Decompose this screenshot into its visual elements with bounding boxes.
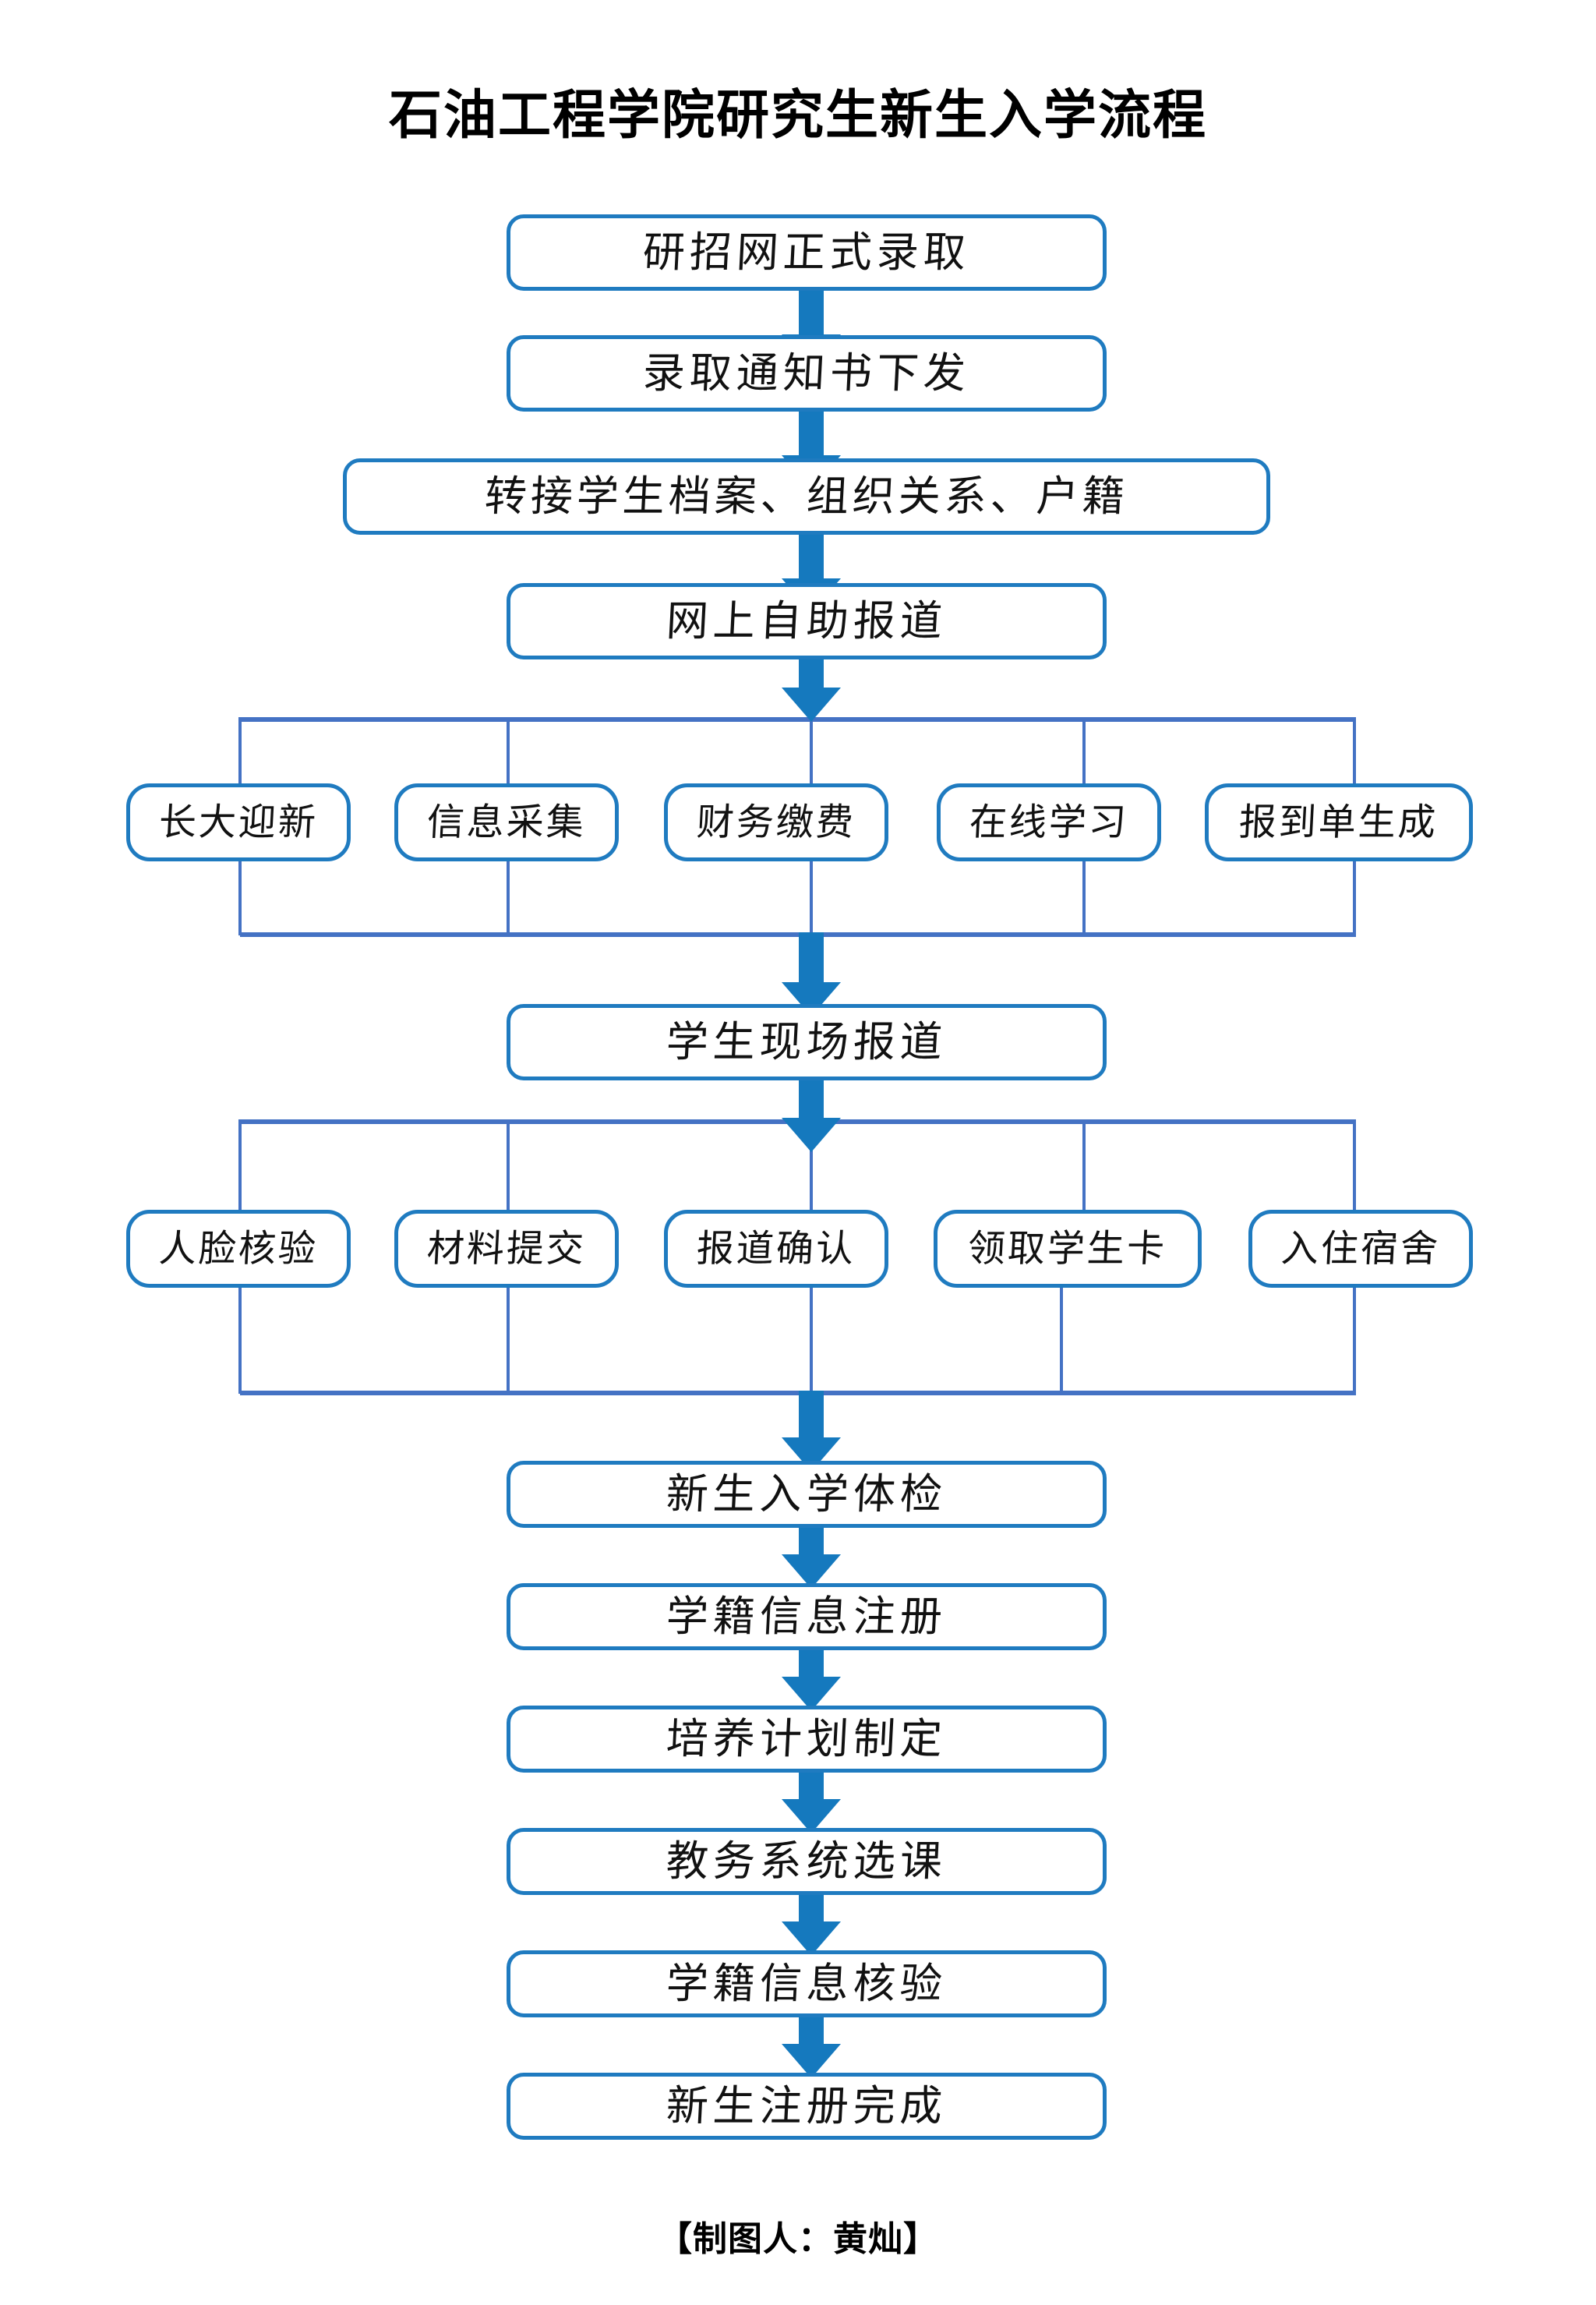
- fanin-riser-2-4: [1060, 1285, 1063, 1394]
- node-label: 入住宿舍: [1280, 1227, 1442, 1271]
- node-label: 学生现场报道: [665, 1017, 948, 1066]
- fanout-drop-2-1: [238, 1119, 242, 1211]
- fanout-drop-1-1: [238, 717, 242, 791]
- fanin-riser-2-1: [238, 1285, 242, 1394]
- node-label: 培养计划制定: [665, 1714, 948, 1763]
- node-label: 材料提交: [425, 1227, 588, 1271]
- arrow-down-icon: [782, 1391, 841, 1472]
- node-label: 领取学生卡: [967, 1227, 1168, 1271]
- flow-node-peiyang-jihua-zhiding[interactable]: 培养计划制定: [507, 1706, 1107, 1773]
- arrow-down-icon: [782, 1895, 841, 1956]
- fanin-bus-bottom-1: [240, 932, 1356, 937]
- node-label: 新生注册完成: [665, 2081, 948, 2130]
- arrow-down-icon: [782, 2017, 841, 2078]
- fanin-riser-2-5: [1353, 1285, 1356, 1394]
- flow-node-ruzhu-sushe[interactable]: 入住宿舍: [1248, 1210, 1473, 1288]
- fanout-drop-1-5: [1353, 717, 1356, 791]
- flow-node-caiwu-jiaofei[interactable]: 财务缴费: [664, 783, 888, 861]
- fanin-riser-1-5: [1353, 857, 1356, 935]
- node-label: 网上自助报道: [665, 596, 948, 645]
- flow-node-renlian-heyan[interactable]: 人脸核验: [126, 1210, 351, 1288]
- node-label: 教务系统选课: [665, 1837, 948, 1886]
- flow-node-xueji-xinxi-heyan[interactable]: 学籍信息核验: [507, 1950, 1107, 2017]
- flow-node-jiaowu-xitong-xuanke[interactable]: 教务系统选课: [507, 1828, 1107, 1895]
- node-label: 信息采集: [425, 801, 588, 844]
- node-label: 人脸核验: [157, 1227, 320, 1271]
- node-label: 转接学生档案、组织关系、户籍: [483, 472, 1130, 521]
- flow-node-luqu-tongzhishu[interactable]: 录取通知书下发: [507, 335, 1107, 412]
- fanout-drop-2-4: [1082, 1119, 1086, 1211]
- footer-credit: 【制图人：黄灿】: [658, 2219, 938, 2259]
- flow-node-cailiao-tijiao[interactable]: 材料提交: [394, 1210, 619, 1288]
- node-label: 学籍信息注册: [665, 1592, 948, 1641]
- flow-node-xinsheng-zhuce-wancheng[interactable]: 新生注册完成: [507, 2073, 1107, 2140]
- flow-node-zhuanjie-dangan[interactable]: 转接学生档案、组织关系、户籍: [343, 458, 1270, 535]
- arrow-down-icon: [782, 1528, 841, 1589]
- node-label: 财务缴费: [695, 801, 857, 844]
- flow-node-changda-yingxin[interactable]: 长大迎新: [126, 783, 351, 861]
- fanout-drop-1-4: [1082, 717, 1086, 791]
- fanin-riser-1-4: [1082, 857, 1086, 935]
- node-label: 研招网正式录取: [641, 228, 972, 277]
- fanout-drop-2-2: [507, 1119, 510, 1211]
- flow-node-xueji-xinxi-zhuce[interactable]: 学籍信息注册: [507, 1583, 1107, 1650]
- flow-node-yanzhaowang-luqu[interactable]: 研招网正式录取: [507, 214, 1107, 291]
- page-title: 石油工程学院研究生新生入学流程: [388, 85, 1207, 147]
- arrow-down-icon: [782, 1773, 841, 1833]
- flow-node-xinxi-caiji[interactable]: 信息采集: [394, 783, 619, 861]
- fanin-bus-bottom-2: [240, 1391, 1356, 1395]
- fanin-riser-1-2: [507, 857, 510, 935]
- node-label: 新生入学体检: [665, 1469, 948, 1518]
- flow-node-baodao-queren[interactable]: 报道确认: [664, 1210, 888, 1288]
- flow-node-wangshang-zizhu-baodao[interactable]: 网上自助报道: [507, 583, 1107, 659]
- fanin-riser-1-3: [810, 857, 813, 935]
- flow-node-lingqu-xueshengka[interactable]: 领取学生卡: [934, 1210, 1202, 1288]
- fanout-drop-1-3: [810, 717, 813, 791]
- fanin-riser-2-3: [810, 1285, 813, 1394]
- flow-node-xuesheng-xianchang-baodao[interactable]: 学生现场报道: [507, 1004, 1107, 1080]
- flow-node-baodaodan-shengcheng[interactable]: 报到单生成: [1205, 783, 1473, 861]
- fanout-drop-2-5: [1353, 1119, 1356, 1211]
- node-label: 报到单生成: [1238, 801, 1439, 844]
- arrow-down-icon: [782, 659, 841, 722]
- node-label: 学籍信息核验: [665, 1959, 948, 2008]
- arrow-down-icon: [782, 1650, 841, 1711]
- node-label: 录取通知书下发: [641, 348, 972, 398]
- node-label: 长大迎新: [157, 801, 320, 844]
- flow-node-zaixian-xuexi[interactable]: 在线学习: [937, 783, 1161, 861]
- fanout-drop-1-2: [507, 717, 510, 791]
- node-label: 报道确认: [695, 1227, 857, 1271]
- fanin-riser-1-1: [238, 857, 242, 935]
- arrow-down-icon: [782, 1080, 841, 1152]
- node-label: 在线学习: [968, 801, 1130, 844]
- fanout-drop-2-3: [810, 1119, 813, 1211]
- fanin-riser-2-2: [507, 1285, 510, 1394]
- flow-node-xinsheng-ruxue-tijian[interactable]: 新生入学体检: [507, 1461, 1107, 1528]
